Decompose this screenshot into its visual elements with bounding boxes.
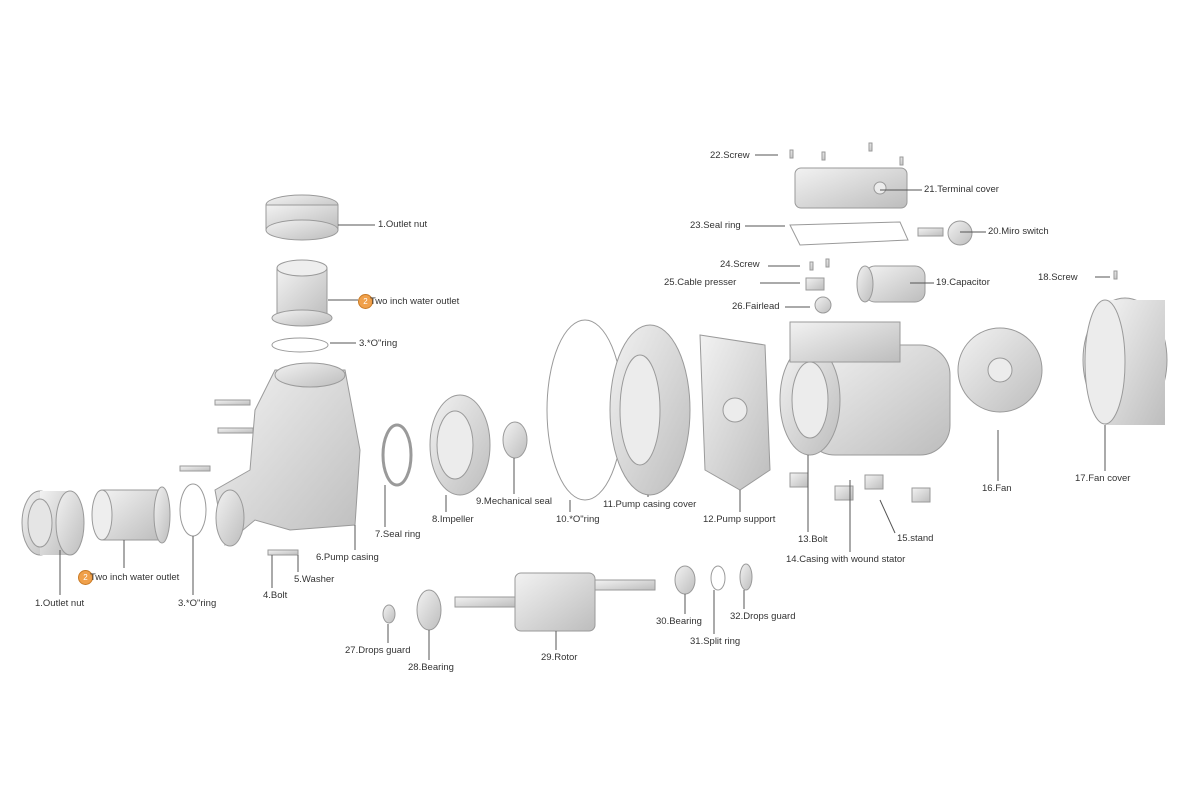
part-label: Two inch water outlet <box>370 296 460 307</box>
part-label: 1.Outlet nut <box>35 598 85 609</box>
part-label: 25.Cable presser <box>664 277 737 288</box>
part-label: 31.Split ring <box>690 636 741 647</box>
leader-line <box>879 499 896 534</box>
callout-badge: 2 <box>78 570 93 585</box>
seal-ring-23 <box>789 221 909 246</box>
part-label: 15.stand <box>897 533 934 544</box>
water-outlet-top <box>271 259 333 327</box>
mechanical-seal <box>502 421 528 459</box>
part-label: 4.Bolt <box>263 590 288 601</box>
motor-casing <box>779 321 951 456</box>
fan-cover <box>1082 297 1168 425</box>
miro-switch <box>917 220 973 246</box>
part-label: 28.Bearing <box>408 662 454 673</box>
capacitor <box>856 265 926 303</box>
part-label: 30.Bearing <box>656 616 702 627</box>
seal-ring <box>381 423 413 487</box>
part-label: 32.Drops guard <box>730 611 796 622</box>
pump-casing <box>214 362 361 547</box>
part-label: Two inch water outlet <box>90 572 180 583</box>
fairlead <box>814 296 832 314</box>
part-label: 18.Screw <box>1038 272 1078 283</box>
pump-casing-cover <box>609 324 691 496</box>
part-label: 9.Mechanical seal <box>476 496 553 507</box>
outlet-nut-bottom <box>21 490 85 556</box>
part-label: 16.Fan <box>982 483 1012 494</box>
part-label: 13.Bolt <box>798 534 828 545</box>
part-label: 22.Screw <box>710 150 750 161</box>
o-ring-top <box>271 337 329 353</box>
part-label: 17.Fan cover <box>1075 473 1131 484</box>
outlet-nut-top <box>265 194 339 241</box>
rotor <box>454 572 656 632</box>
part-label: 27.Drops guard <box>345 645 411 656</box>
o-ring-bottom <box>179 483 207 537</box>
part-label: 23.Seal ring <box>690 220 741 231</box>
part-label: 3.*O"ring <box>359 338 398 349</box>
part-label: 1.Outlet nut <box>378 219 428 230</box>
part-label: 5.Washer <box>294 574 335 585</box>
screws-top <box>789 142 1118 280</box>
drops-guard-27 <box>382 604 396 624</box>
part-label: 7.Seal ring <box>375 529 421 540</box>
bearing-28 <box>416 589 442 631</box>
part-label: 11.Pump casing cover <box>603 499 697 510</box>
bolts-left <box>179 399 299 556</box>
part-label: 29.Rotor <box>541 652 578 663</box>
part-label: 21.Terminal cover <box>924 184 999 195</box>
water-outlet-bottom <box>91 486 171 544</box>
part-label: 20.Miro switch <box>988 226 1049 237</box>
split-ring <box>710 565 726 591</box>
bearing-30 <box>674 565 696 595</box>
part-label: 14.Casing with wound stator <box>786 554 906 565</box>
cable-presser <box>805 277 825 291</box>
callout-badge: 2 <box>358 294 373 309</box>
part-label: 6.Pump casing <box>316 552 379 563</box>
part-label: 3.*O"ring <box>178 598 217 609</box>
part-label: 19.Capacitor <box>936 277 990 288</box>
part-label: 10.*O"ring <box>556 514 600 525</box>
part-label: 12.Pump support <box>703 514 776 525</box>
impeller <box>429 394 491 496</box>
stands <box>789 472 931 503</box>
terminal-cover <box>794 167 908 209</box>
pump-support <box>699 334 771 491</box>
part-label: 24.Screw <box>720 259 760 270</box>
fan <box>957 327 1043 413</box>
part-label: 26.Fairlead <box>732 301 780 312</box>
drops-guard-32 <box>739 563 753 591</box>
part-label: 8.Impeller <box>432 514 474 525</box>
